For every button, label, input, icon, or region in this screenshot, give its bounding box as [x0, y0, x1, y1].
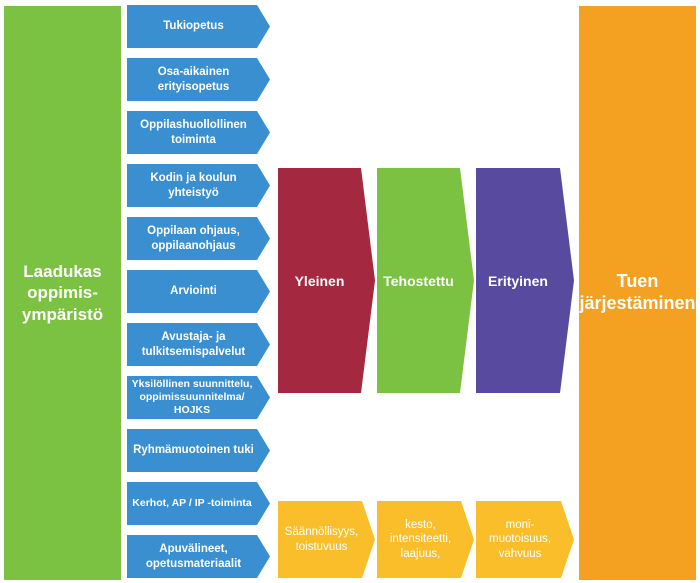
support-form-oppilaan-ohjaus: Oppilaan ohjaus, oppilaanohjaus: [127, 217, 270, 260]
support-form-line: Arviointi: [170, 285, 217, 298]
support-form-line: Kerhot, AP / IP -toiminta: [132, 497, 252, 510]
support-form-line: Oppilashuollollinen: [140, 119, 247, 132]
dimension-kesto-arrow: kesto, intensiteetti, laajuus,: [377, 501, 474, 578]
dimension-line: intensiteetti,: [389, 533, 452, 546]
support-form-tukiopetus: Tukiopetus: [127, 5, 270, 48]
support-form-avustaja-ja-tulkitsemispalvelut: Avustaja- ja tulkitsemispalvelut: [127, 323, 270, 366]
dimension-saannollisyys-arrow: Säännöllisyys, toistuvuus: [278, 501, 375, 578]
support-form-apuvalineet-opetusmateriaalit: Apuvälineet, opetusmateriaalit: [127, 535, 270, 578]
level-tehostettu-arrow: Tehostettu: [377, 168, 474, 393]
dimension-line: kesto,: [405, 519, 436, 532]
support-form-line: toiminta: [171, 133, 216, 146]
learning-environment-line: oppimis-: [27, 283, 98, 303]
support-form-line: Avustaja- ja: [161, 331, 226, 344]
dimension-line: muotoisuus,: [488, 533, 551, 546]
dimension-line: toistuvuus: [295, 540, 348, 553]
support-organization-line: Tuen: [616, 271, 659, 292]
support-form-line: HOJKS: [173, 403, 211, 416]
learning-environment-line: ympäristö: [21, 304, 104, 324]
dimension-monimuotoisuus-arrow: moni- muotoisuus, vahvuus: [476, 501, 574, 578]
level-erityinen-arrow: Erityinen: [476, 168, 574, 393]
support-form-line: oppimissuunnitelma/: [139, 391, 245, 404]
support-form-ryhmamuotoinen-tuki: Ryhmämuotoinen tuki: [127, 429, 270, 472]
support-organization-block: Tuen järjestäminen: [579, 6, 696, 580]
support-form-line: Osa-aikainen: [157, 66, 230, 79]
support-form-line: yhteistyö: [168, 186, 219, 199]
level-label: Yleinen: [294, 272, 345, 289]
learning-environment-block: Laadukas oppimis- ympäristö: [4, 6, 121, 580]
support-form-osa-aikainen-erityisopetus: Osa-aikainen erityisopetus: [127, 58, 270, 101]
support-form-line: Apuvälineet,: [159, 543, 228, 556]
support-form-line: Ryhmämuotoinen tuki: [133, 444, 254, 457]
support-form-line: Tukiopetus: [163, 20, 224, 33]
support-form-yksilollinen-suunnittelu: Yksilöllinen suunnittelu, oppimissuunnit…: [127, 376, 270, 419]
dimension-line: vahvuus: [498, 547, 542, 560]
support-form-line: tulkitsemispalvelut: [141, 345, 246, 358]
support-form-kerhot-ap-ip-toiminta: Kerhot, AP / IP -toiminta: [127, 482, 270, 525]
support-form-oppilashuollollinen-toiminta: Oppilashuollollinen toiminta: [127, 111, 270, 154]
support-organization-line: järjestäminen: [579, 293, 696, 313]
dimension-line: moni-: [505, 519, 535, 532]
support-form-line: Kodin ja koulun: [150, 172, 237, 185]
support-form-arviointi: Arviointi: [127, 270, 270, 313]
support-form-kodin-ja-koulun-yhteistyo: Kodin ja koulun yhteistyö: [127, 164, 270, 207]
support-form-line: Oppilaan ohjaus,: [147, 225, 240, 238]
level-label: Erityinen: [488, 272, 548, 289]
support-form-line: oppilaanohjaus: [151, 239, 236, 252]
level-label: Tehostettu: [383, 272, 454, 289]
support-form-line: Yksilöllinen suunnittelu,: [131, 378, 253, 391]
support-form-line: erityisopetus: [157, 80, 230, 93]
learning-environment-line: Laadukas: [23, 262, 102, 282]
level-yleinen-arrow: Yleinen: [278, 168, 375, 393]
support-form-line: opetusmateriaalit: [145, 557, 242, 570]
dimension-line: Säännöllisyys,: [284, 526, 359, 539]
dimension-line: laajuus,: [400, 547, 441, 560]
